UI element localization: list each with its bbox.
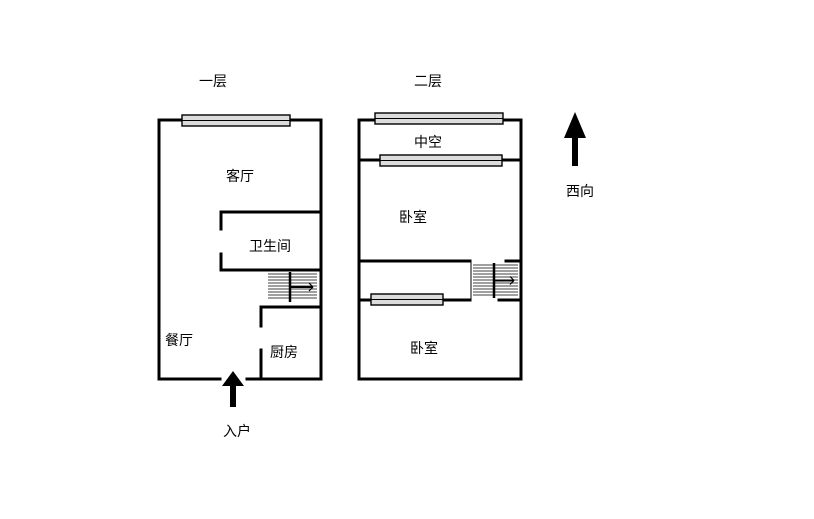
floor2-window-void xyxy=(379,154,503,167)
stair-direction-mark xyxy=(308,286,314,292)
floor2-window-bedroom xyxy=(370,293,444,306)
floor1-plan: 一层 客厅 卫生间 餐厅 厨房 xyxy=(157,74,323,440)
orientation-arrow-icon xyxy=(564,112,586,166)
floor1-stairs xyxy=(268,272,317,302)
room-kitchen: 厨房 xyxy=(270,345,298,361)
room-dining-room: 餐厅 xyxy=(165,333,193,349)
stair-direction-mark xyxy=(509,276,515,281)
room-void: 中空 xyxy=(414,135,442,151)
room-bedroom-upper: 卧室 xyxy=(399,209,427,226)
floor2-title: 二层 xyxy=(414,74,442,90)
stair-direction-mark xyxy=(308,282,314,288)
floor1-walls xyxy=(157,118,323,381)
room-living-room: 客厅 xyxy=(226,168,254,185)
stair-direction-mark xyxy=(509,280,515,285)
floor1-title: 一层 xyxy=(199,74,227,90)
room-bedroom-lower: 卧室 xyxy=(410,340,438,357)
orientation-label: 西向 xyxy=(566,184,594,200)
entrance-arrow-icon xyxy=(222,371,244,407)
floor2-window-top xyxy=(374,112,504,125)
room-bathroom: 卫生间 xyxy=(249,239,291,255)
entrance-label: 入户 xyxy=(223,423,251,440)
floor2-plan: 二层 中空 卧室 卧室 xyxy=(357,74,523,381)
floor1-window xyxy=(181,114,291,127)
floor2-stairs xyxy=(473,263,518,298)
